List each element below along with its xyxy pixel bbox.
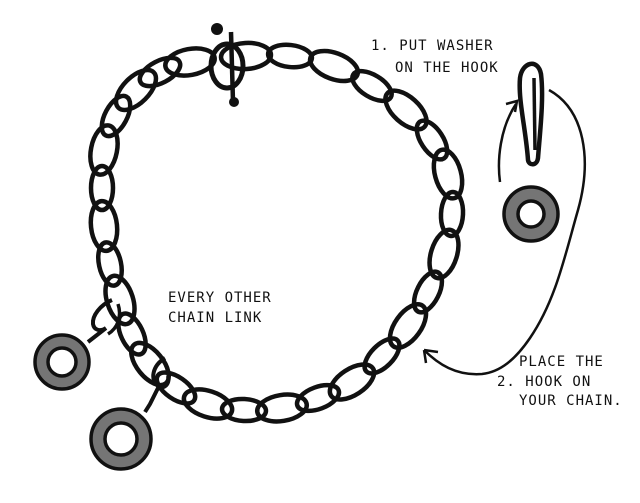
step-2-line-2: 2. HOOK ON xyxy=(497,374,591,390)
chain-link xyxy=(254,392,310,424)
chain-link xyxy=(116,311,148,357)
chain-link xyxy=(99,93,133,139)
chain-link xyxy=(350,68,394,104)
chain-link xyxy=(218,40,274,72)
chain-link xyxy=(219,396,269,424)
chain-link xyxy=(96,240,124,288)
chain-link xyxy=(327,362,377,402)
hooked-washer-bottom xyxy=(89,356,171,471)
chain-link xyxy=(88,198,120,254)
toggle-clasp-icon xyxy=(208,23,246,107)
note-line-1: EVERY OTHER xyxy=(168,290,272,306)
chain-link xyxy=(438,189,466,239)
chain-link xyxy=(265,42,315,70)
step-1-line-1: 1. PUT WASHER xyxy=(371,38,494,54)
chain-link xyxy=(362,336,402,376)
chain-link xyxy=(307,48,361,84)
note-line-2: CHAIN LINK xyxy=(168,310,262,326)
chain-link xyxy=(411,269,445,315)
step-2-label: PLACE THE 2. HOOK ON YOUR CHAIN. xyxy=(497,354,623,409)
chain-link xyxy=(181,387,235,421)
chain-link xyxy=(383,88,429,132)
washer-icon xyxy=(502,185,560,243)
chain-link xyxy=(414,118,450,162)
hook-icon xyxy=(517,61,545,167)
step-1-line-2: ON THE HOOK xyxy=(395,60,499,76)
step-1-label: 1. PUT WASHER ON THE HOOK xyxy=(371,38,499,76)
note-label: EVERY OTHER CHAIN LINK xyxy=(168,290,272,326)
washer-icon xyxy=(35,335,89,389)
step-2-line-1: PLACE THE xyxy=(519,354,604,370)
chain-link xyxy=(431,147,465,201)
chain-link xyxy=(137,55,183,89)
chain-bracelet xyxy=(88,40,466,424)
arrow-up-icon xyxy=(497,99,519,183)
arrow-curve-icon xyxy=(422,88,586,376)
chain-link xyxy=(427,227,461,281)
step-2-line-3: YOUR CHAIN. xyxy=(519,393,623,409)
chain-link xyxy=(387,302,429,350)
chain-link xyxy=(154,370,198,406)
chain-link xyxy=(88,123,120,177)
chain-link xyxy=(113,67,159,113)
washer-icon xyxy=(91,409,151,469)
chain-link xyxy=(88,163,116,213)
chain-link xyxy=(294,382,342,414)
hooked-washer-left xyxy=(33,298,122,391)
